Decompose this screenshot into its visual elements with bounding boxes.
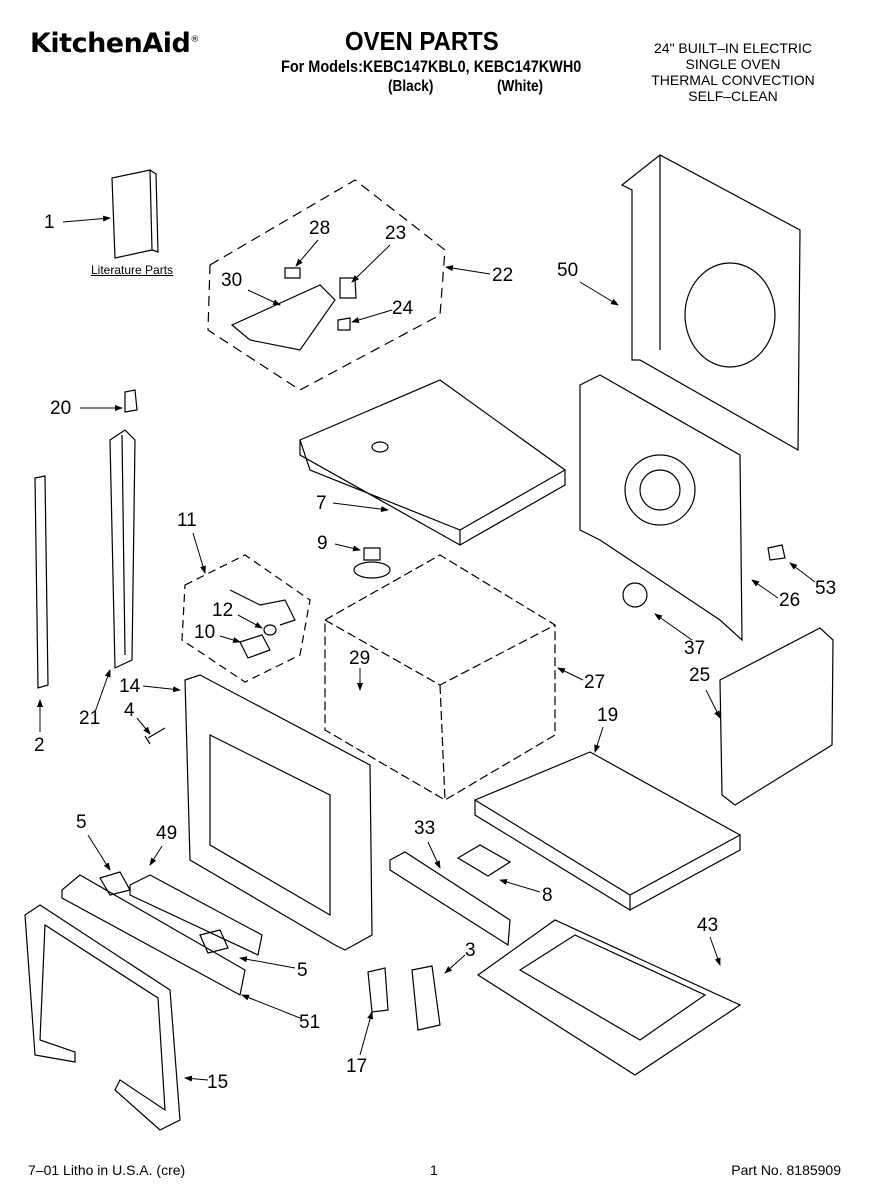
page-number: 1: [430, 1162, 438, 1178]
desc-line: SINGLE OVEN: [685, 56, 781, 72]
callout-43: 43: [697, 915, 719, 936]
part-9-motor: [353, 561, 391, 579]
part-15-door-gasket: [24, 904, 181, 1131]
color-black: (Black): [388, 78, 434, 95]
callout-30: 30: [221, 270, 243, 291]
part-control-bracket: [230, 267, 357, 351]
part-20-cap: [124, 389, 138, 413]
callout-28: 28: [309, 218, 331, 239]
part-wire: [229, 589, 296, 626]
part-21-side-trim: [109, 429, 136, 669]
color-white: (White): [497, 78, 544, 95]
callout-29: 29: [349, 648, 371, 669]
callout-22: 22: [492, 265, 514, 286]
callout-37: 37: [684, 638, 706, 659]
callout-25: 25: [689, 665, 711, 686]
registered-mark: ®: [190, 35, 199, 45]
page-title: OVEN PARTS: [345, 26, 499, 56]
part-number: Part No. 8185909: [731, 1162, 841, 1178]
part-49-insulation: [129, 874, 263, 956]
part-5-spacer: [99, 871, 229, 954]
part-37-gasket: [622, 582, 648, 608]
desc-line: 24" BUILT–IN ELECTRIC: [654, 40, 812, 56]
desc-line: THERMAL CONVECTION: [651, 72, 815, 88]
part-50-rear-panel: [620, 154, 801, 452]
callout-17: 17: [346, 1056, 368, 1077]
part-2-side-trim: [34, 475, 49, 689]
models-line: For Models:KEBC147KBL0, KEBC147KWH0: [281, 57, 582, 76]
callout-7: 7: [316, 493, 327, 514]
callout-2: 2: [34, 735, 45, 756]
part-10-label: [239, 634, 271, 659]
brand-logo: KitchenAid®: [30, 28, 199, 59]
callout-8: 8: [542, 885, 553, 906]
part-25-side-panel: [719, 627, 834, 806]
callout-12: 12: [212, 600, 234, 621]
callout-1: 1: [44, 212, 55, 233]
part-26-convection-panel: [579, 374, 743, 642]
part-7-top-cover: [299, 379, 567, 547]
callout-50: 50: [557, 260, 579, 281]
part-51-vent-trim: [61, 874, 246, 996]
part-53-clip: [767, 544, 786, 561]
literature-parts-label: Literature Parts: [91, 263, 174, 277]
callout-9: 9: [317, 533, 328, 554]
callout-49: 49: [156, 823, 178, 844]
callout-11: 11: [177, 510, 197, 531]
leader-lines: [37, 215, 816, 1082]
callout-5-lower: 5: [297, 960, 308, 981]
footer-litho: 7–01 Litho in U.S.A. (cre): [28, 1162, 186, 1178]
part-43-drawer-tray: [476, 919, 742, 1076]
callout-26: 26: [779, 590, 801, 611]
callout-21: 21: [79, 708, 101, 729]
part-literature: [111, 169, 159, 259]
callout-51: 51: [299, 1012, 321, 1033]
part-22-control-assembly-outline: [207, 179, 446, 391]
part-14-front-frame: [184, 674, 373, 951]
brand-name: KitchenAid: [30, 28, 191, 59]
part-12-lamp: [263, 624, 277, 636]
part-4-screw: [144, 727, 166, 745]
part-33-rail: [389, 851, 511, 947]
part-3-bracket: [411, 965, 441, 1031]
callout-15: 15: [207, 1072, 229, 1093]
callout-14: 14: [119, 676, 141, 697]
callout-23: 23: [385, 223, 407, 244]
callout-27: 27: [584, 672, 606, 693]
callout-4: 4: [124, 700, 135, 721]
callout-53: 53: [815, 578, 837, 599]
callout-3: 3: [465, 940, 476, 961]
oven-description: 24" BUILT–IN ELECTRIC SINGLE OVEN THERMA…: [633, 40, 833, 104]
part-27-oven-cavity: [324, 554, 556, 801]
callout-5: 5: [76, 812, 87, 833]
callout-19: 19: [597, 705, 619, 726]
callout-10: 10: [194, 622, 216, 643]
callout-33: 33: [414, 818, 436, 839]
callout-20: 20: [50, 398, 72, 419]
desc-line: SELF–CLEAN: [688, 88, 778, 104]
part-17-bracket: [367, 967, 389, 1013]
part-8-bracket: [456, 844, 512, 877]
part-19-bottom-panel: [473, 751, 742, 912]
part-11-harness-outline: [181, 554, 311, 683]
callout-24: 24: [392, 298, 414, 319]
